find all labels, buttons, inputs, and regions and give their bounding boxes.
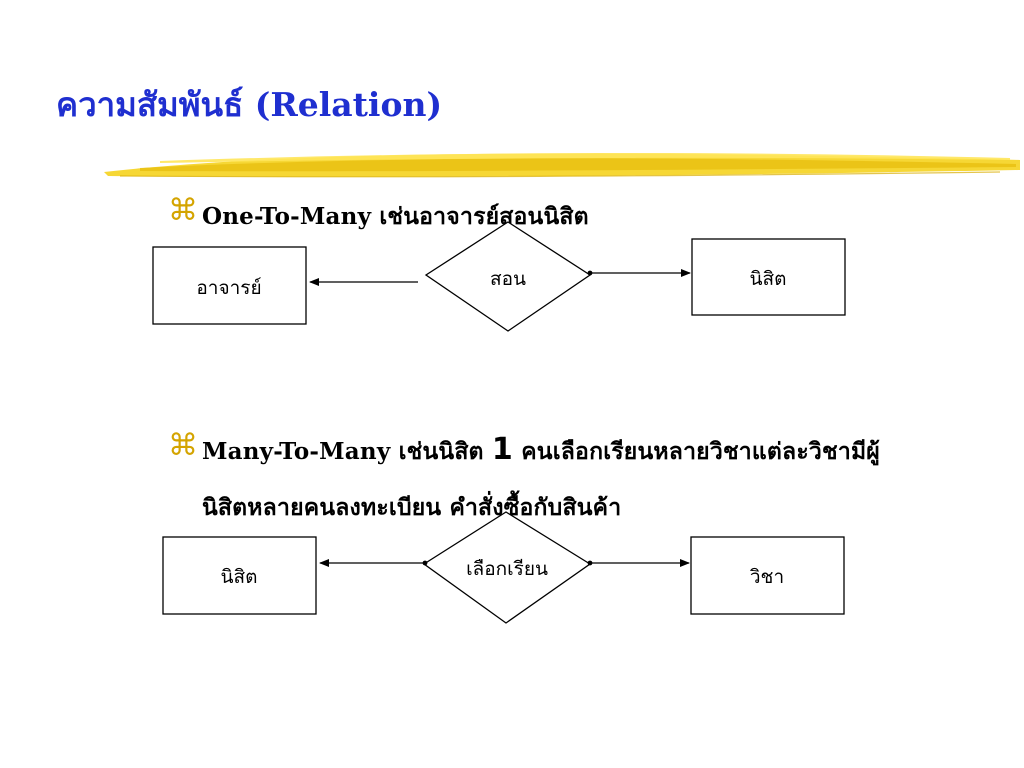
entity-box-student: [691, 238, 846, 316]
relationship-label-enroll: เลือกเรียน: [466, 558, 548, 580]
command-bullet-icon: ⌘: [168, 193, 198, 228]
bullet-many-to-many: Many-To-Many เช่นนิสิต 1 คนเลือกเรียนหลา…: [202, 432, 880, 470]
relationship-diamond-enroll: [422, 511, 592, 624]
entity-box-teacher: [152, 246, 307, 325]
diagram-one-to-many: อาจารย์ สอน นิสิต: [152, 221, 846, 332]
entity-label-student: นิสิต: [750, 268, 787, 290]
bullet-second-line: นิสิตหลายคนลงทะเบียน คำสั่งซื้อกับสินค้า: [202, 494, 622, 521]
command-bullet-icon: ⌘: [168, 428, 198, 463]
entity-box-student-2: [162, 536, 317, 615]
bullet-lead-text: Many-To-Many เช่นนิสิต: [202, 438, 492, 465]
bullet-one-to-many: One-To-Many เช่นอาจารย์สอนนิสิต: [202, 203, 589, 230]
entity-label-course: วิชา: [750, 566, 785, 588]
bullet-number: 1: [491, 432, 513, 467]
slide-title: ความสัมพันธ์ (Relation): [56, 85, 443, 124]
relationship-label-teach: สอน: [490, 268, 526, 290]
relationship-diamond-teach: [424, 221, 592, 332]
diagram-many-to-many: นิสิต เลือกเรียน วิชา: [162, 511, 845, 624]
yellow-brush-divider: [104, 152, 1020, 178]
entity-box-course: [690, 536, 845, 615]
bullet-tail-text: คนเลือกเรียนหลายวิชาแต่ละวิชามีผู้: [512, 438, 880, 465]
entity-label-student-2: นิสิต: [221, 566, 258, 588]
entity-label-teacher: อาจารย์: [196, 277, 261, 299]
